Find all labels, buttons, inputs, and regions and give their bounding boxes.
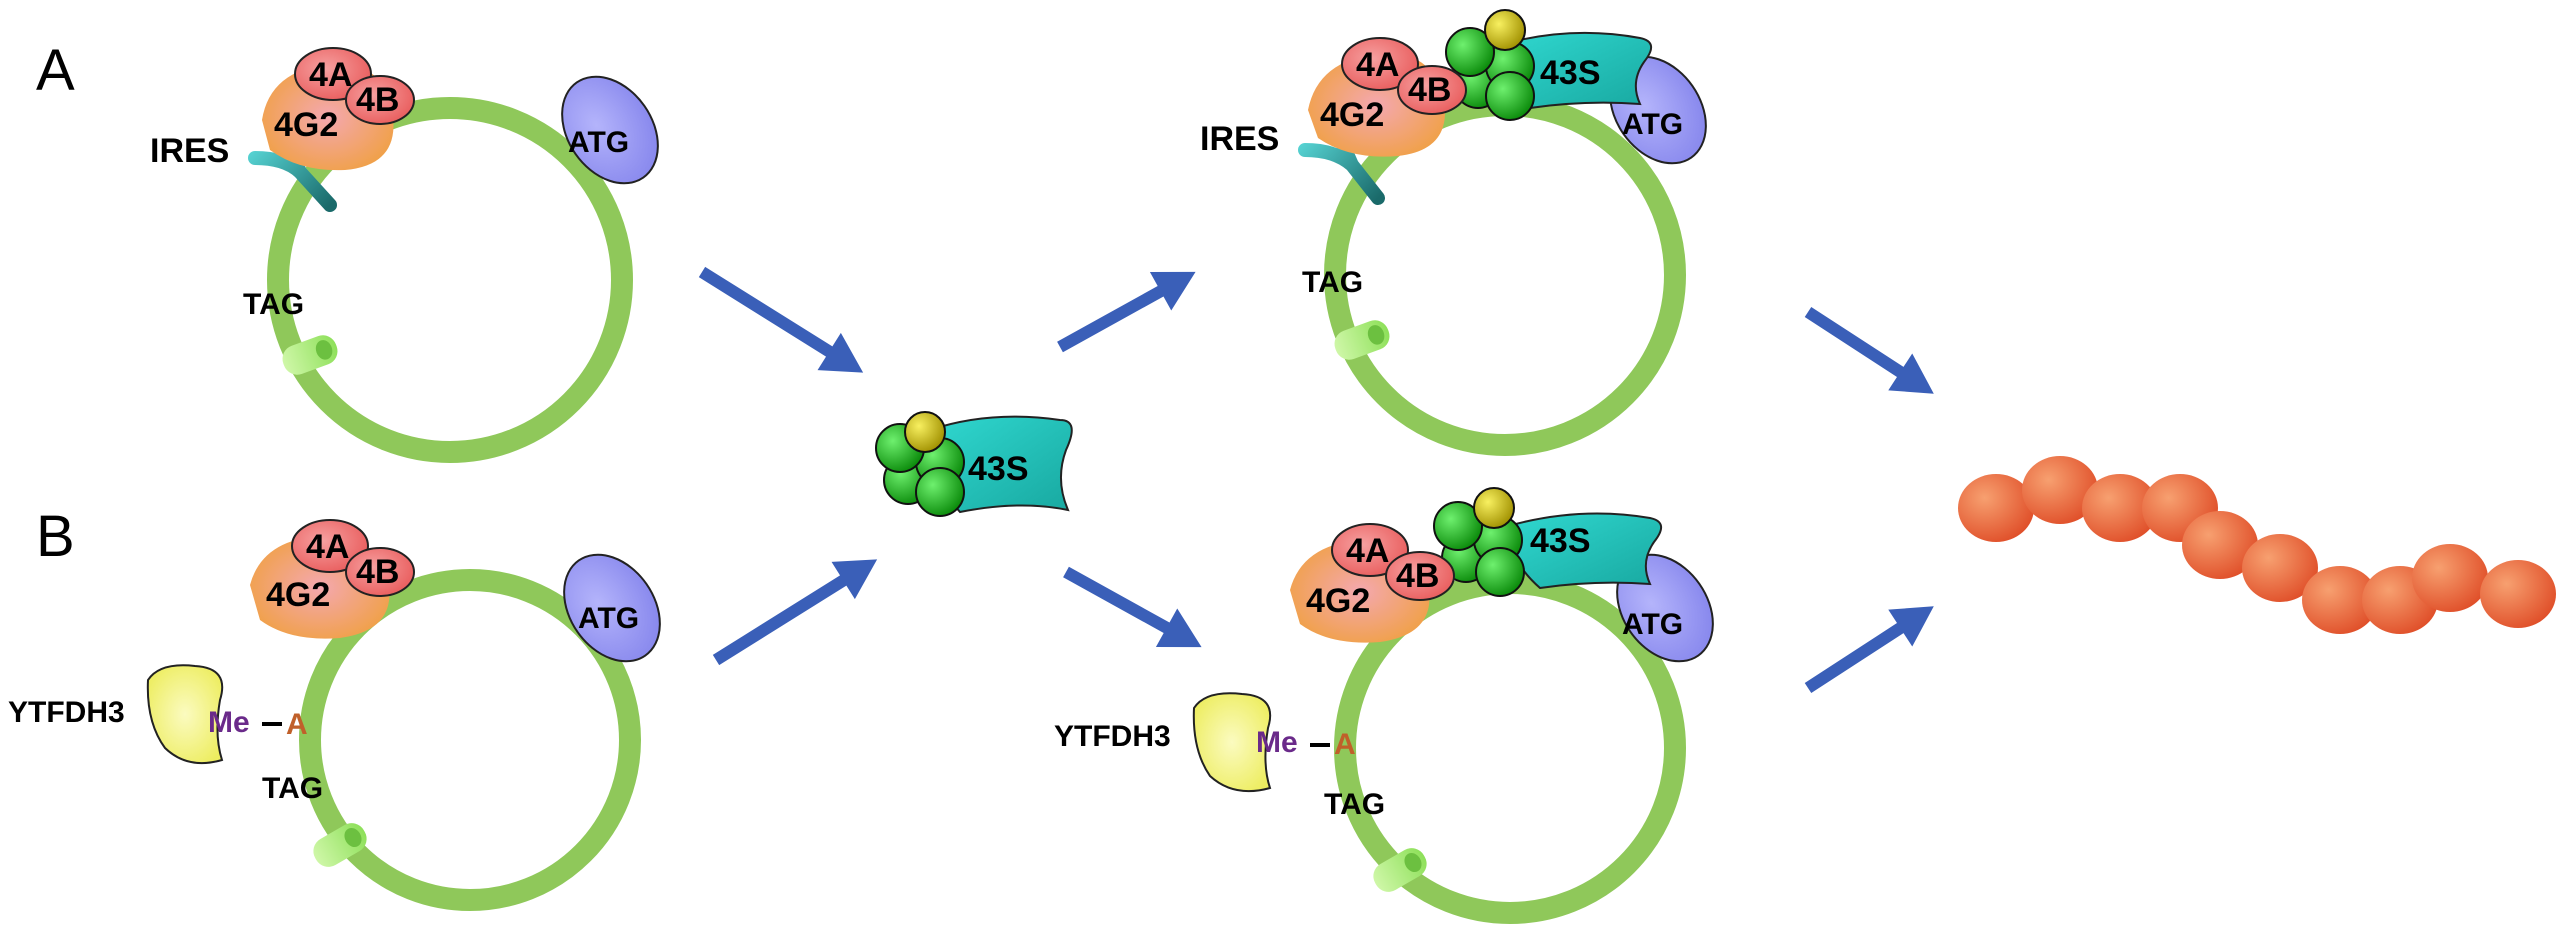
eif4g2-label: 4G2: [266, 576, 330, 614]
atg-label: ATG: [578, 602, 639, 635]
methyl-label: Me: [1256, 726, 1298, 759]
eif4g2-label: 4G2: [274, 106, 338, 144]
atg-protein-icon: [561, 75, 659, 185]
eif4b-label: 4B: [1408, 71, 1451, 109]
eif4b-label: 4B: [356, 553, 399, 591]
translated-peptide-chain: [1958, 456, 2556, 634]
methyl-label: Me: [208, 706, 250, 739]
peptide-bead-icon: [2302, 566, 2378, 634]
eif4g2-label: 4G2: [1320, 96, 1384, 134]
atg-label: ATG: [1622, 608, 1683, 641]
ribosome-43s-label: 43S: [968, 450, 1029, 488]
ribosome-subunit-icon: [1445, 27, 1495, 77]
peptide-bead-icon: [2182, 511, 2258, 579]
eif4a-label: 4A: [309, 56, 352, 94]
ythdf3-protein-icon: [146, 664, 224, 765]
process-arrows: [698, 266, 1934, 694]
panel-label-b: B: [36, 504, 75, 569]
panel-label-a: A: [36, 38, 75, 103]
stop-codon-cylinder-icon: [1373, 848, 1427, 892]
ribosome-subunit-icon: [1433, 501, 1483, 551]
ribosome-subunit-icon: [1475, 547, 1525, 597]
panel-b-circrna-initial: ATG 4A 4B 4G2 YTFDH3 Me A TAG: [8, 519, 661, 911]
ribosome-43s-label: 43S: [1540, 54, 1601, 92]
stop-codon-cylinder-icon: [282, 335, 338, 375]
ribosome-subunit-icon: [904, 411, 946, 453]
eif4a-label: 4A: [1356, 46, 1399, 84]
ythdf3-label: YTFDH3: [1054, 720, 1171, 753]
atg-label: ATG: [568, 126, 629, 159]
peptide-bead-icon: [2242, 534, 2318, 602]
process-arrow-icon: [1057, 271, 1196, 353]
ribosome-subunit-icon: [1485, 71, 1535, 121]
free-43s-ribosome: 43S: [875, 411, 1073, 517]
eif4b-label: 4B: [1396, 557, 1439, 595]
tag-label: TAG: [1324, 788, 1385, 821]
eif4b-label: 4B: [356, 81, 399, 119]
eif4a-protein-icon: [1341, 37, 1419, 91]
adenosine-label: A: [1334, 728, 1356, 761]
eif4b-protein-icon: [1385, 551, 1455, 601]
eif4b-protein-icon: [345, 75, 415, 125]
stop-codon-cylinder-icon: [313, 823, 367, 867]
peptide-bead-icon: [2412, 544, 2488, 612]
eif4a-label: 4A: [1346, 532, 1389, 570]
peptide-bead-icon: [2082, 474, 2158, 542]
ythdf3-label: YTFDH3: [8, 696, 125, 729]
circrna-ring: [267, 97, 633, 463]
panel-a-circrna-43s-bound: ATG 43S 4A 4B 4G2 IRES TAG: [1200, 9, 1707, 456]
panel-a-circrna-initial: ATG 4A 4B 4G2 IRES TAG: [150, 47, 659, 463]
eif4a-protein-icon: [291, 519, 369, 573]
tag-label: TAG: [262, 772, 323, 805]
stop-codon-cylinder-icon: [1334, 320, 1390, 360]
peptide-bead-icon: [1958, 474, 2034, 542]
eif4b-protein-icon: [1397, 65, 1467, 115]
adenosine-label: A: [286, 708, 308, 741]
atg-label: ATG: [1622, 108, 1683, 141]
eif4g2-label: 4G2: [1306, 582, 1370, 620]
eif4b-protein-icon: [345, 547, 415, 597]
peptide-bead-icon: [2022, 456, 2098, 524]
ribosome-43s-subunit-icon: [1506, 512, 1662, 590]
process-arrow-icon: [1063, 566, 1202, 648]
ires-label: IRES: [150, 132, 229, 170]
atg-protein-icon: [563, 553, 661, 663]
ribosome-subunit-icon: [915, 467, 965, 517]
eif4a-label: 4A: [306, 528, 349, 566]
tag-label: TAG: [1302, 266, 1363, 299]
ribosome-43s-label: 43S: [1530, 522, 1591, 560]
process-arrow-icon: [1804, 606, 1934, 694]
ribosome-subunit-icon: [1473, 487, 1515, 529]
panel-b-circrna-43s-bound: ATG 43S 4A 4B 4G2 YTFDH3 Me A TAG: [1054, 487, 1714, 924]
circrna-ring: [299, 569, 641, 911]
eif4a-protein-icon: [1331, 523, 1409, 577]
process-arrow-icon: [1804, 306, 1934, 394]
ythdf3-protein-icon: [1192, 692, 1272, 793]
tag-label: TAG: [243, 288, 304, 321]
ribosome-subunit-icon: [1484, 9, 1526, 51]
process-arrow-icon: [698, 266, 864, 373]
peptide-bead-icon: [2480, 560, 2556, 628]
ires-label: IRES: [1200, 120, 1279, 158]
process-arrow-icon: [712, 559, 878, 666]
